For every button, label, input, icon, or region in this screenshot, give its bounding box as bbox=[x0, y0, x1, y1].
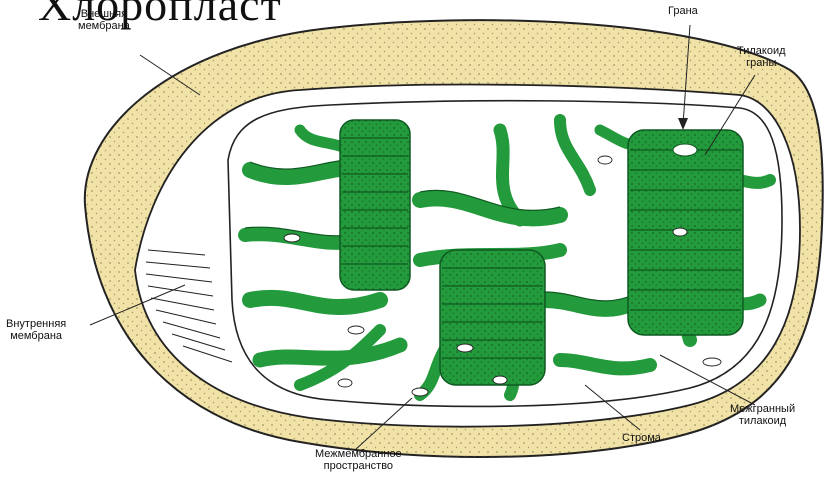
page-title: Хлоропласт bbox=[38, 0, 282, 31]
granum-left bbox=[340, 120, 410, 290]
grana-label: Грана bbox=[668, 5, 698, 17]
stroma-label: Строма bbox=[622, 432, 661, 444]
granum-center bbox=[440, 250, 545, 385]
